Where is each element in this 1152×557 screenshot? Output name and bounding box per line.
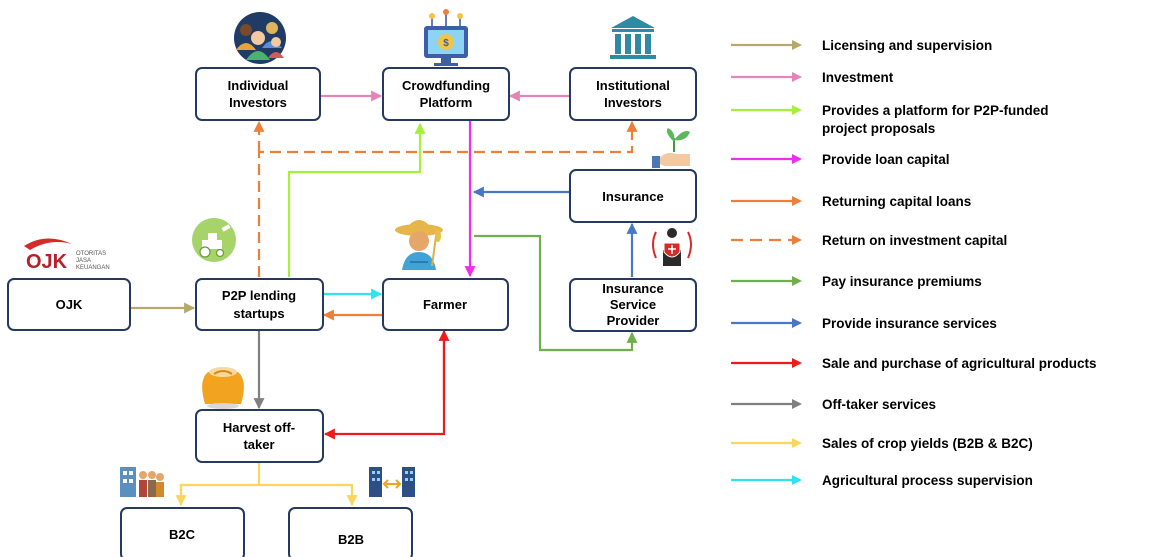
node-p2p-lending-startups: P2P lending startups bbox=[195, 278, 324, 331]
node-crowdfunding-platform-line2: Platform bbox=[420, 95, 473, 110]
ojk-logo: OJK OTORITAS JASA KEUANGAN bbox=[24, 238, 110, 273]
node-b2c: B2C bbox=[120, 507, 245, 557]
legend-label: Sale and purchase of agricultural produc… bbox=[822, 356, 1097, 371]
legend-label: Pay insurance premiums bbox=[822, 274, 982, 289]
b2c-people-icon bbox=[120, 467, 164, 497]
legend-item: Licensing and supervision bbox=[731, 38, 992, 53]
node-insurance-label: Insurance bbox=[602, 189, 663, 204]
legend-item: Provide loan capital bbox=[731, 152, 950, 167]
legend-item: Agricultural process supervision bbox=[731, 473, 1033, 488]
ojk-logo-mark: OJK bbox=[26, 251, 68, 273]
node-p2p-line1: P2P lending bbox=[222, 288, 296, 303]
legend-item: Return on investment capital bbox=[731, 233, 1007, 248]
legend-arrowhead bbox=[792, 438, 802, 448]
node-farmer-label: Farmer bbox=[423, 297, 467, 312]
legend-item: Sale and purchase of agricultural produc… bbox=[731, 356, 1097, 371]
b2b-buildings-icon bbox=[369, 467, 415, 497]
legend-item: Provide insurance services bbox=[731, 316, 997, 331]
legend-arrowhead bbox=[792, 276, 802, 286]
node-insurance-service-provider: Insurance Service Provider bbox=[569, 278, 697, 332]
node-institutional-investors: Institutional Investors bbox=[569, 67, 697, 121]
node-harvest-off-taker: Harvest off- taker bbox=[195, 409, 324, 463]
legend-item: Pay insurance premiums bbox=[731, 274, 982, 289]
node-crowdfunding-platform: Crowdfunding Platform bbox=[382, 67, 510, 121]
investors-group-icon bbox=[234, 12, 286, 64]
node-ojk-label: OJK bbox=[56, 297, 83, 312]
legend-label: Sales of crop yields (B2B & B2C) bbox=[822, 436, 1033, 451]
legend-arrowhead bbox=[792, 72, 802, 82]
node-p2p-line2: startups bbox=[233, 306, 284, 321]
harvest-sack-icon bbox=[202, 367, 244, 409]
node-isp-line1: Insurance bbox=[602, 281, 663, 296]
legend-item: Provides a platform for P2P-funded projec… bbox=[731, 103, 1049, 136]
node-ojk: OJK bbox=[7, 278, 131, 331]
legend-item: Sales of crop yields (B2B & B2C) bbox=[731, 436, 1033, 451]
node-b2b: B2B bbox=[288, 507, 413, 557]
ojk-logo-line2: JASA bbox=[76, 258, 91, 264]
node-individual-investors: Individual Investors bbox=[195, 67, 321, 121]
legend-arrowhead bbox=[792, 318, 802, 328]
legend-arrowhead bbox=[792, 475, 802, 485]
arrow-p2p-to-platform bbox=[287, 122, 426, 277]
node-offtaker-line2: taker bbox=[243, 437, 274, 452]
legend-item: Returning capital loans bbox=[731, 194, 971, 209]
node-crowdfunding-platform-line1: Crowdfunding bbox=[402, 78, 490, 93]
legend: Licensing and supervisionInvestmentProvi… bbox=[731, 38, 1097, 488]
legend-label: Return on investment capital bbox=[822, 233, 1007, 248]
ojk-logo-line1: OTORITAS bbox=[76, 251, 106, 257]
platform-monitor-icon: $ bbox=[424, 9, 468, 66]
legend-arrowhead bbox=[792, 196, 802, 206]
arrow-offtaker-to-b2c bbox=[175, 463, 261, 507]
node-institutional-investors-line1: Institutional bbox=[596, 78, 670, 93]
node-insurance: Insurance bbox=[569, 169, 697, 223]
legend-label: Off-taker services bbox=[822, 397, 936, 412]
node-individual-investors-line1: Individual bbox=[228, 78, 289, 93]
ojk-logo-line3: KEUANGAN bbox=[76, 265, 110, 271]
insurance-agent-icon bbox=[652, 228, 692, 266]
plant-hand-icon bbox=[652, 128, 690, 168]
legend-arrowhead bbox=[792, 235, 802, 245]
farmer-icon bbox=[395, 220, 443, 270]
tractor-drone-icon bbox=[192, 218, 236, 262]
svg-text:$: $ bbox=[443, 38, 449, 49]
legend-arrowhead bbox=[792, 40, 802, 50]
legend-label: project proposals bbox=[822, 121, 935, 136]
legend-label: Agricultural process supervision bbox=[822, 473, 1033, 488]
node-offtaker-line1: Harvest off- bbox=[223, 420, 295, 435]
legend-arrowhead bbox=[792, 358, 802, 368]
legend-label: Provide loan capital bbox=[822, 152, 950, 167]
node-isp-line3: Provider bbox=[607, 313, 660, 328]
legend-arrowhead bbox=[792, 105, 802, 115]
arrow-trade-to-offtaker bbox=[323, 336, 446, 440]
bank-building-icon bbox=[610, 16, 656, 59]
node-institutional-investors-line2: Investors bbox=[604, 95, 662, 110]
legend-label: Investment bbox=[822, 70, 894, 85]
node-individual-investors-line2: Investors bbox=[229, 95, 287, 110]
node-farmer: Farmer bbox=[382, 278, 509, 331]
legend-label: Returning capital loans bbox=[822, 194, 971, 209]
legend-label: Licensing and supervision bbox=[822, 38, 992, 53]
legend-label: Provide insurance services bbox=[822, 316, 997, 331]
legend-arrowhead bbox=[792, 399, 802, 409]
legend-arrowhead bbox=[792, 154, 802, 164]
legend-item: Off-taker services bbox=[731, 397, 936, 412]
arrow-farmer-to-provider bbox=[474, 234, 638, 352]
arrow-offtaker-to-b2b bbox=[259, 483, 358, 507]
arrow-return-investment bbox=[257, 120, 638, 277]
node-b2c-label: B2C bbox=[169, 527, 196, 542]
legend-label: Provides a platform for P2P-funded bbox=[822, 103, 1049, 118]
legend-item: Investment bbox=[731, 70, 894, 85]
node-isp-line2: Service bbox=[610, 297, 656, 312]
node-b2b-label: B2B bbox=[338, 532, 364, 547]
